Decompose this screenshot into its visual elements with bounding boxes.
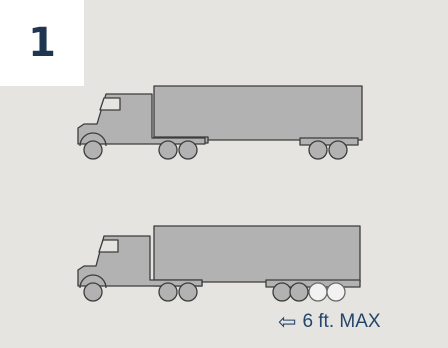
- trailer-wheel-original-ghost: [327, 283, 345, 301]
- trailer-wheel: [309, 141, 327, 159]
- drive-wheel: [179, 283, 197, 301]
- left-arrow-icon: ⇦: [278, 311, 296, 333]
- drive-wheel: [179, 141, 197, 159]
- trailer-wheel: [329, 141, 347, 159]
- drive-wheel: [159, 283, 177, 301]
- truck-standard: [78, 86, 362, 159]
- trailer: [154, 226, 360, 282]
- trailer-wheel-shifted: [273, 283, 291, 301]
- trailer-rear-bogie: [300, 138, 358, 145]
- max-distance-label: 6 ft. MAX: [302, 311, 380, 333]
- truck-sliding-axle: [78, 226, 360, 301]
- steer-wheel: [84, 283, 102, 301]
- steer-wheel: [84, 141, 102, 159]
- trailer-wheel-original-ghost: [309, 283, 327, 301]
- trailer-wheel-shifted: [290, 283, 308, 301]
- trailer: [154, 86, 362, 140]
- drive-wheel: [159, 141, 177, 159]
- max-distance-caption: ⇦ 6 ft. MAX: [278, 311, 381, 333]
